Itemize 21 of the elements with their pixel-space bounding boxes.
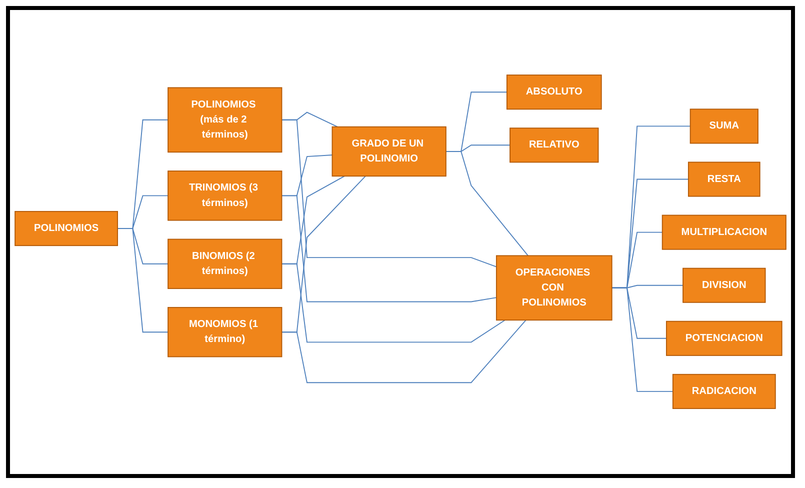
- node-box: OPERACIONES CON POLINOMIOS: [496, 255, 612, 321]
- connector: [281, 320, 526, 384]
- node-box: MULTIPLICACION: [662, 215, 786, 250]
- node-box: POLINOMIOS (más de 2 términos): [168, 87, 282, 153]
- node-box: POTENCIACION: [666, 321, 782, 356]
- node-box: RADICACION: [672, 374, 776, 410]
- node-box: DIVISION: [682, 268, 766, 304]
- connector: [281, 120, 497, 268]
- node-box: RELATIVO: [510, 128, 599, 163]
- node-box: SUMA: [690, 108, 758, 144]
- node-box: MONOMIOS (1 término): [168, 307, 282, 358]
- node-box: TRINOMIOS (3 términos): [168, 170, 282, 221]
- node-box: POLINOMIOS: [14, 211, 118, 246]
- node-box: BINOMIOS (2 términos): [168, 239, 282, 290]
- connector: [611, 288, 674, 392]
- connector: [281, 195, 497, 302]
- node-box: ABSOLUTO: [506, 74, 602, 110]
- connector: [117, 120, 169, 230]
- node-box: RESTA: [688, 162, 760, 197]
- connector: [281, 264, 506, 343]
- node-box: GRADO DE UN POLINOMIO: [332, 126, 446, 177]
